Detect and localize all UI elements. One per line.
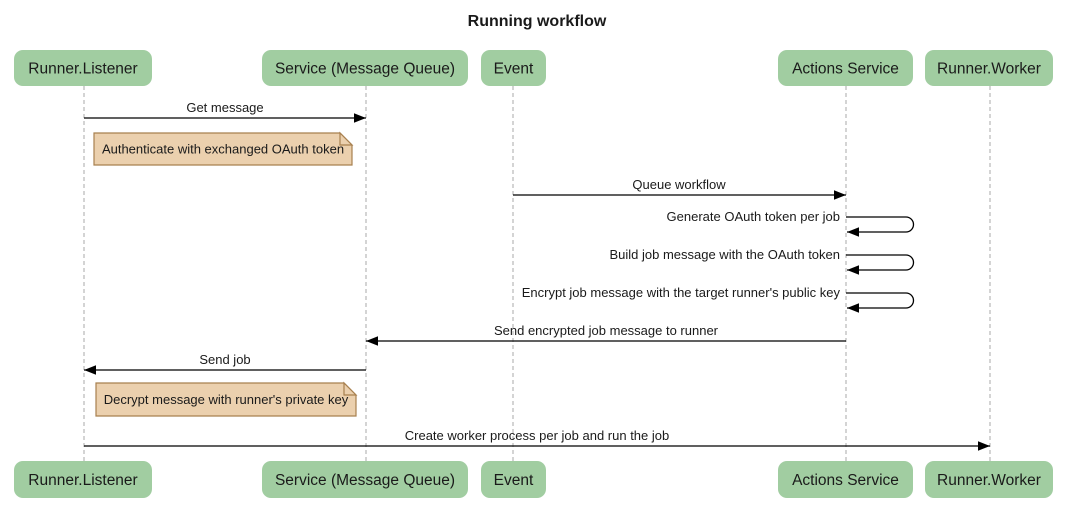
actor-top-runner-listener: Runner.Listener (14, 50, 152, 86)
message-selfloop-generate-oauth-token (846, 216, 915, 237)
note-label-decrypt: Decrypt message with runner's private ke… (104, 392, 349, 407)
actor-box (778, 50, 913, 86)
actor-label: Runner.Worker (937, 61, 1041, 78)
message-label-queue-workflow: Queue workflow (632, 177, 726, 192)
message-label-encrypt-job-message: Encrypt job message with the target runn… (522, 285, 841, 300)
message-label-create-worker: Create worker process per job and run th… (405, 428, 669, 443)
message-label-generate-oauth-token: Generate OAuth token per job (667, 209, 840, 224)
actor-label: Actions Service (792, 472, 899, 489)
message-selfloop-build-job-message (846, 254, 915, 275)
actor-box (262, 461, 468, 498)
message-selfloop-encrypt-job-message (846, 292, 915, 313)
actor-box (14, 461, 152, 498)
note-box-authenticate (93, 132, 353, 166)
note-box-decrypt (95, 382, 357, 417)
actor-top-actions-service: Actions Service (778, 50, 913, 86)
message-label-get-message: Get message (186, 100, 263, 115)
actor-top-event: Event (481, 50, 546, 86)
message-label-send-job: Send job (199, 352, 250, 367)
actor-bottom-actions-service: Actions Service (778, 461, 913, 498)
actor-bottom-service-message-queue: Service (Message Queue) (262, 461, 468, 498)
note-fold-icon (339, 131, 354, 146)
actor-box (925, 461, 1053, 498)
actor-top-runner-worker: Runner.Worker (925, 50, 1053, 86)
actor-box (925, 50, 1053, 86)
actor-label: Runner.Worker (937, 472, 1041, 489)
actor-label: Runner.Listener (28, 472, 137, 489)
actor-bottom-event: Event (481, 461, 546, 498)
actor-box (481, 461, 546, 498)
actor-box (14, 50, 152, 86)
actor-label: Runner.Listener (28, 61, 137, 78)
message-label-send-encrypted-job: Send encrypted job message to runner (494, 323, 719, 338)
actor-box (481, 50, 546, 86)
actor-box (262, 50, 468, 86)
actor-box (778, 461, 913, 498)
actor-label: Event (494, 61, 534, 78)
diagram-title: Running workflow (468, 13, 607, 30)
actor-bottom-runner-worker: Runner.Worker (925, 461, 1053, 498)
note-label-authenticate: Authenticate with exchanged OAuth token (102, 142, 344, 157)
actor-label: Service (Message Queue) (275, 61, 455, 78)
actor-label: Actions Service (792, 61, 899, 78)
message-label-build-job-message: Build job message with the OAuth token (609, 247, 840, 262)
actor-label: Service (Message Queue) (275, 472, 455, 489)
actor-bottom-runner-listener: Runner.Listener (14, 461, 152, 498)
note-fold-icon (343, 381, 358, 396)
actor-top-service-message-queue: Service (Message Queue) (262, 50, 468, 86)
actor-label: Event (494, 472, 534, 489)
